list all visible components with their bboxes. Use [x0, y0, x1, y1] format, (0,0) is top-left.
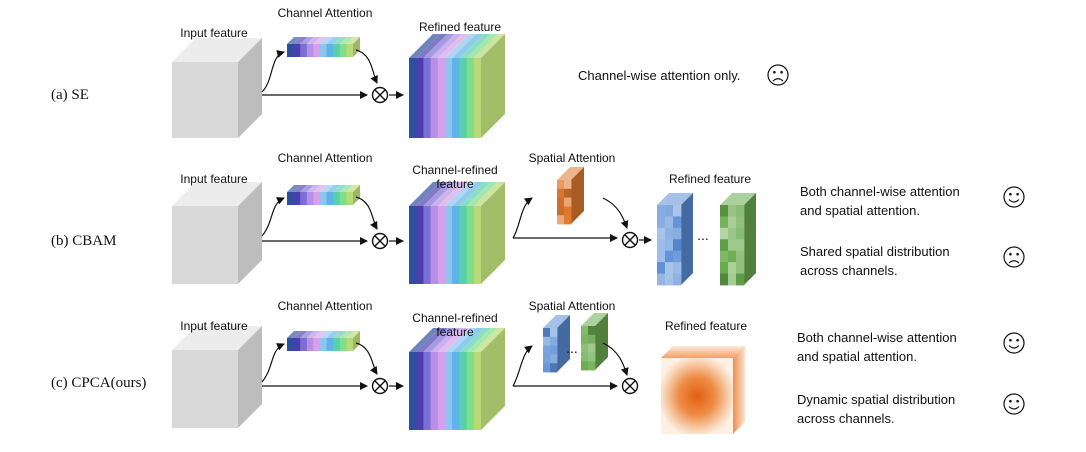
channel-refined-feature-cube: [409, 328, 505, 430]
refined-feature-label: Refined feature: [668, 172, 752, 186]
arrow: [355, 342, 378, 375]
multiply-operator-icon: [621, 231, 639, 249]
spatial-attention-label: Spatial Attention: [528, 299, 616, 313]
channel-attention-label: Channel Attention: [277, 151, 373, 165]
arrow: [512, 197, 533, 239]
channel-refined-feature-label: Channel-refined feature: [412, 311, 498, 339]
channel-attention-vector: [287, 37, 360, 57]
arrow: [261, 197, 285, 237]
row-label-cpca: (c) CPCA(ours): [51, 375, 147, 391]
row-label-cbam: (b) CBAM: [51, 233, 117, 249]
refined-channel-map-green: [720, 193, 756, 286]
channel-attention-label: Channel Attention: [277, 299, 373, 313]
channel-specific-spatial-map-blue: [543, 315, 570, 373]
channel-attention-label: Channel Attention: [277, 6, 373, 20]
input-feature-label: Input feature: [180, 172, 248, 186]
input-feature-cube: [172, 326, 262, 428]
note-both-attention: Both channel-wise attention and spatial …: [800, 184, 960, 218]
channel-specific-spatial-map-green: [581, 313, 608, 371]
arrow: [512, 345, 533, 387]
multiply-operator-icon: [621, 377, 639, 395]
ellipsis: ...: [566, 340, 578, 356]
multiply-operator-icon: [371, 377, 389, 395]
arrow: [602, 342, 629, 376]
arrow: [355, 196, 378, 230]
sad-face-icon: [1003, 246, 1025, 268]
input-feature-label: Input feature: [180, 26, 248, 40]
refined-feature-cube: [409, 34, 505, 138]
multiply-operator-icon: [371, 86, 389, 104]
input-feature-cube: [172, 38, 262, 138]
channel-refined-feature-cube: [409, 182, 505, 284]
note-channel-only: Channel-wise attention only.: [578, 68, 741, 83]
arrow: [261, 50, 285, 93]
spatial-attention-map: [557, 167, 584, 225]
sad-face-icon: [767, 64, 789, 86]
refined-channel-map-blue: [657, 193, 693, 286]
arrow: [261, 343, 285, 383]
channel-attention-vector: [287, 331, 360, 351]
channel-refined-feature-label: Channel-refined feature: [412, 163, 498, 191]
ellipsis: ...: [697, 227, 709, 243]
smiley-face-icon: [1003, 393, 1025, 415]
note-dynamic-distribution: Dynamic spatial distribution across chan…: [797, 392, 956, 426]
smiley-face-icon: [1003, 186, 1025, 208]
refined-feature-label: Refined feature: [418, 20, 502, 34]
note-shared-distribution: Shared spatial distribution across chann…: [800, 244, 950, 278]
row-label-se: (a) SE: [51, 87, 89, 103]
arrow: [602, 197, 629, 229]
refined-feature-label: Refined feature: [664, 319, 748, 333]
dynamic-refined-feature-cube: [661, 346, 745, 434]
spatial-attention-label: Spatial Attention: [528, 151, 616, 165]
input-feature-cube: [172, 182, 262, 284]
smiley-face-icon: [1003, 332, 1025, 354]
channel-attention-vector: [287, 185, 360, 205]
arrow: [355, 49, 378, 84]
multiply-operator-icon: [371, 232, 389, 250]
note-both-attention: Both channel-wise attention and spatial …: [797, 330, 957, 364]
input-feature-label: Input feature: [180, 319, 248, 333]
